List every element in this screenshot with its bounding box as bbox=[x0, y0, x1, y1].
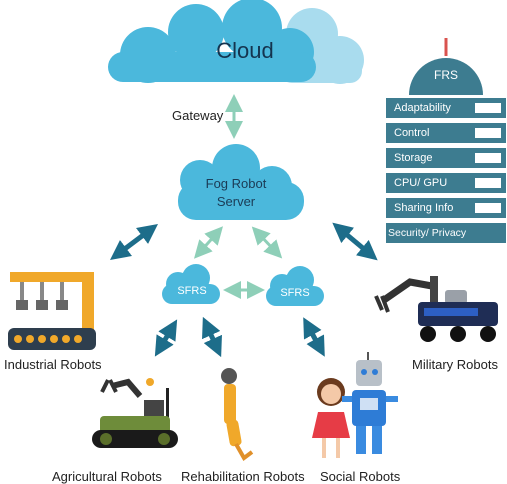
cloud-label: Cloud bbox=[216, 38, 274, 63]
frs-row-label: Storage bbox=[394, 152, 433, 164]
agricultural-robot-image bbox=[92, 378, 178, 448]
sfrs-label-left: SFRS bbox=[177, 285, 207, 297]
frs-row-label: Sharing Info bbox=[394, 202, 454, 214]
agricultural-robots-label: Agricultural Robots bbox=[52, 469, 162, 484]
cloud-shape bbox=[108, 0, 364, 84]
fog-server-cloud bbox=[178, 144, 304, 220]
frs-row-adaptability: Adaptability bbox=[386, 98, 506, 118]
frs-row-label: Adaptability bbox=[394, 102, 451, 114]
frs-row-control: Control bbox=[386, 123, 506, 143]
light-arrows bbox=[193, 226, 283, 299]
industrial-robots-label: Industrial Robots bbox=[4, 357, 102, 372]
industrial-robot-image bbox=[8, 272, 96, 350]
frs-row-sharing-info: Sharing Info bbox=[386, 198, 506, 218]
frs-row-cpu-gpu: CPU/ GPU bbox=[386, 173, 506, 193]
dark-arrows bbox=[110, 222, 378, 358]
frs-title: FRS bbox=[434, 68, 458, 82]
military-robot-image bbox=[374, 276, 498, 342]
military-robots-label: Military Robots bbox=[412, 357, 498, 372]
frs-dome bbox=[409, 38, 483, 95]
social-robots-label: Social Robots bbox=[320, 469, 401, 484]
sfrs-cloud-right bbox=[266, 266, 324, 306]
fog-server-label-line2: Server bbox=[216, 194, 256, 209]
sfrs-label-right: SFRS bbox=[280, 287, 310, 299]
fog-server-label-line1: Fog Robot bbox=[205, 176, 267, 191]
social-robots-image bbox=[312, 352, 398, 458]
frs-row-security-privacy: Security/ Privacy bbox=[386, 223, 506, 243]
frs-row-storage: Storage bbox=[386, 148, 506, 168]
frs-row-label: Control bbox=[394, 127, 430, 139]
rehabilitation-robot-image bbox=[221, 368, 254, 461]
rehabilitation-robots-label: Rehabilitation Robots bbox=[181, 469, 305, 484]
gateway-label: Gateway bbox=[172, 108, 224, 123]
sfrs-cloud-left bbox=[162, 264, 220, 304]
frs-row-label: Security/ Privacy bbox=[388, 227, 467, 239]
frs-row-label: CPU/ GPU bbox=[394, 177, 448, 189]
